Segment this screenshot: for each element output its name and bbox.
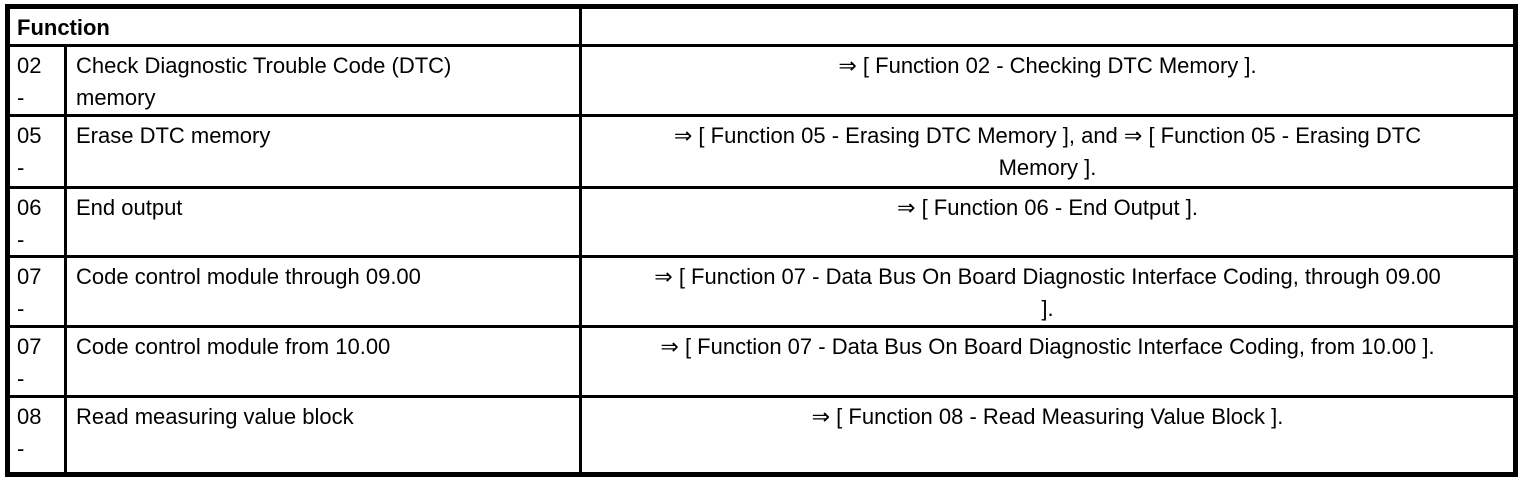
function-reference-cell: ⇒ [ Function 02 - Checking DTC Memory ]. [579,43,1517,117]
function-table: Function 02 - Check Diagnostic Trouble C… [5,4,1518,478]
function-code-cell: 02 - [6,43,67,117]
table-header-row: Function [6,5,1517,47]
function-code-cell: 06 - [6,185,67,259]
function-description-cell: Check Diagnostic Trouble Code (DTC) memo… [64,43,582,117]
function-reference-cell: ⇒ [ Function 07 - Data Bus On Board Diag… [579,325,1517,399]
function-code-cell: 05 - [6,113,67,189]
table-row: 08 - Read measuring value block ⇒ [ Func… [6,395,1517,477]
table-row: 06 - End output ⇒ [ Function 06 - End Ou… [6,185,1517,259]
function-description-cell: Code control module from 10.00 [64,325,582,399]
function-reference-cell: ⇒ [ Function 06 - End Output ]. [579,185,1517,259]
function-code-cell: 07 - [6,255,67,329]
table-row: 07 - Code control module from 10.00 ⇒ [ … [6,325,1517,399]
function-description-cell: Code control module through 09.00 [64,255,582,329]
table-row: 02 - Check Diagnostic Trouble Code (DTC)… [6,43,1517,117]
function-reference-cell: ⇒ [ Function 07 - Data Bus On Board Diag… [579,255,1517,329]
function-code-cell: 08 - [6,395,67,477]
function-description-cell: End output [64,185,582,259]
table-header-function: Function [6,5,582,47]
function-code-cell: 07 - [6,325,67,399]
function-reference-cell: ⇒ [ Function 08 - Read Measuring Value B… [579,395,1517,477]
function-description-cell: Erase DTC memory [64,113,582,189]
function-reference-cell: ⇒ [ Function 05 - Erasing DTC Memory ], … [579,113,1517,189]
table-row: 05 - Erase DTC memory ⇒ [ Function 05 - … [6,113,1517,189]
function-description-cell: Read measuring value block [64,395,582,477]
table-header-empty [579,5,1517,47]
table-row: 07 - Code control module through 09.00 ⇒… [6,255,1517,329]
